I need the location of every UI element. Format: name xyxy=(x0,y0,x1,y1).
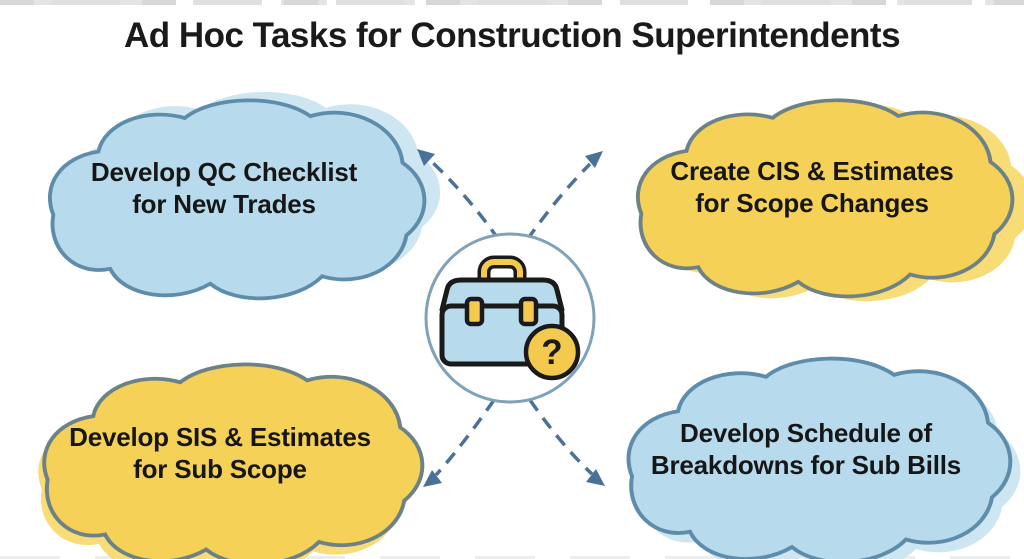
cloud-label-line2: for New Trades xyxy=(132,188,316,219)
center-hub: ? xyxy=(422,230,598,406)
arrow-line-top-right xyxy=(525,162,592,242)
cloud-develop-schedule-breakdowns: Develop Schedule of Breakdowns for Sub B… xyxy=(596,350,1021,559)
arrow-line-bottom-left xyxy=(434,399,496,477)
cloud-develop-qc-checklist: Develop QC Checklist for New Trades xyxy=(18,91,441,306)
cloud-label-line1: Develop QC Checklist xyxy=(90,156,358,187)
arrowhead-bottom-left xyxy=(423,470,442,487)
cloud-label: Develop SIS & Estimates for Sub Scope xyxy=(12,356,428,559)
cloud-label: Develop Schedule of Breakdowns for Sub B… xyxy=(596,350,1016,559)
briefcase-latch-right-icon xyxy=(518,296,539,327)
page-title: Ad Hoc Tasks for Construction Superinten… xyxy=(123,16,901,55)
cloud-label-line2: Breakdowns for Sub Bills xyxy=(650,449,962,480)
arrow-line-top-left xyxy=(430,160,501,242)
cloud-create-cis-estimates: Create CIS & Estimates for Scope Changes xyxy=(606,92,1024,304)
arrowhead-bottom-right xyxy=(586,469,605,486)
cloud-develop-sis-estimates: Develop SIS & Estimates for Sub Scope xyxy=(12,356,428,559)
cropped-text-artifact-top xyxy=(0,0,1024,5)
cloud-label-line1: Develop Schedule of xyxy=(680,417,932,448)
briefcase-question-icon: ? xyxy=(424,232,596,404)
arrow-line-bottom-right xyxy=(528,399,594,476)
cloud-label-line1: Create CIS & Estimates xyxy=(670,155,954,186)
cloud-label-line2: for Sub Scope xyxy=(133,453,307,484)
question-badge-icon xyxy=(523,323,581,381)
cloud-label: Develop QC Checklist for New Trades xyxy=(18,92,430,306)
cloud-label-line2: for Scope Changes xyxy=(695,187,929,218)
cloud-label-line1: Develop SIS & Estimates xyxy=(69,421,371,452)
briefcase-latch-left-icon xyxy=(464,296,485,327)
cropped-text-artifact-bottom xyxy=(0,556,1024,559)
question-mark: ? xyxy=(541,333,562,372)
cloud-label: Create CIS & Estimates for Scope Changes xyxy=(606,92,1018,304)
arrowhead-top-left xyxy=(417,149,435,166)
arrowhead-top-right xyxy=(585,151,603,168)
